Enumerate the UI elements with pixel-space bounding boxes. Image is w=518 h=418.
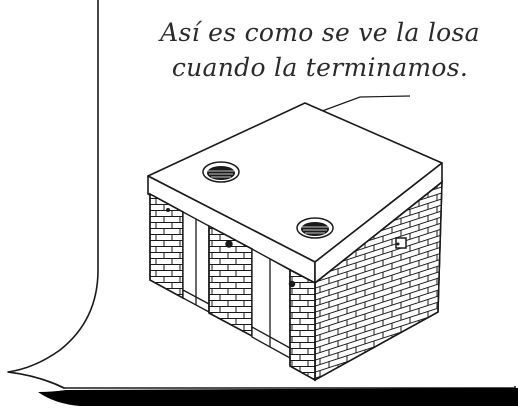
slab-opening-right	[296, 217, 334, 239]
marker-dot	[396, 242, 400, 246]
corner-pier	[288, 268, 316, 382]
slab-opening-left	[202, 161, 240, 183]
slab	[147, 102, 443, 284]
caption-line-2: cuando la terminamos.	[171, 53, 469, 82]
front-opening-2	[251, 247, 291, 360]
front-opening	[182, 210, 210, 314]
middle-pier	[208, 224, 253, 338]
marker-dot	[166, 208, 170, 212]
caption-line-1: Así es como se ve la losa	[160, 18, 480, 47]
